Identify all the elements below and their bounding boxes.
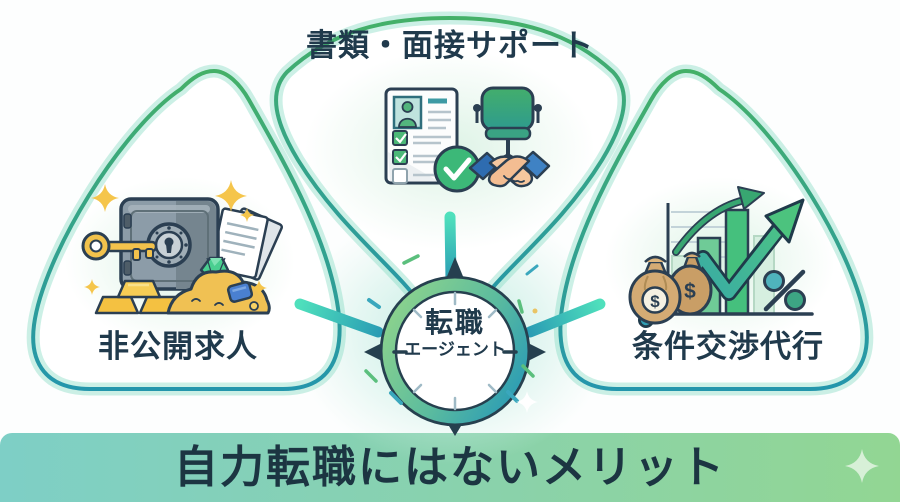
center-badge-subtitle: エージェント [404,340,506,359]
section-label-hidden-jobs: 非公開求人 [98,329,258,364]
resume-checklist-icon [384,87,459,185]
treasure-pile-icon [166,256,271,315]
check-circle-icon [433,145,481,193]
compass-ticks [412,291,498,411]
compass-badge-icon [364,257,546,436]
key-icon [81,231,158,261]
section-label-support: 書類・面接サポート [306,28,594,63]
sparkles-left [84,180,267,296]
banner-title: 自力転職にはないメリット [174,443,726,492]
svg-text:$: $ [650,292,660,311]
badge-decor [364,254,539,405]
handshake-icon [468,150,551,188]
money-bags-icon: $ $ [628,251,713,325]
banner-sparkle-icon [845,449,879,483]
percent-icon [763,269,806,312]
section-label-negotiation: 条件交渉代行 [632,329,824,364]
center-badge-title: 転職 [424,307,485,338]
sparkles-center [483,243,538,413]
safe-icon [119,197,220,295]
svg-text:$: $ [684,280,696,303]
